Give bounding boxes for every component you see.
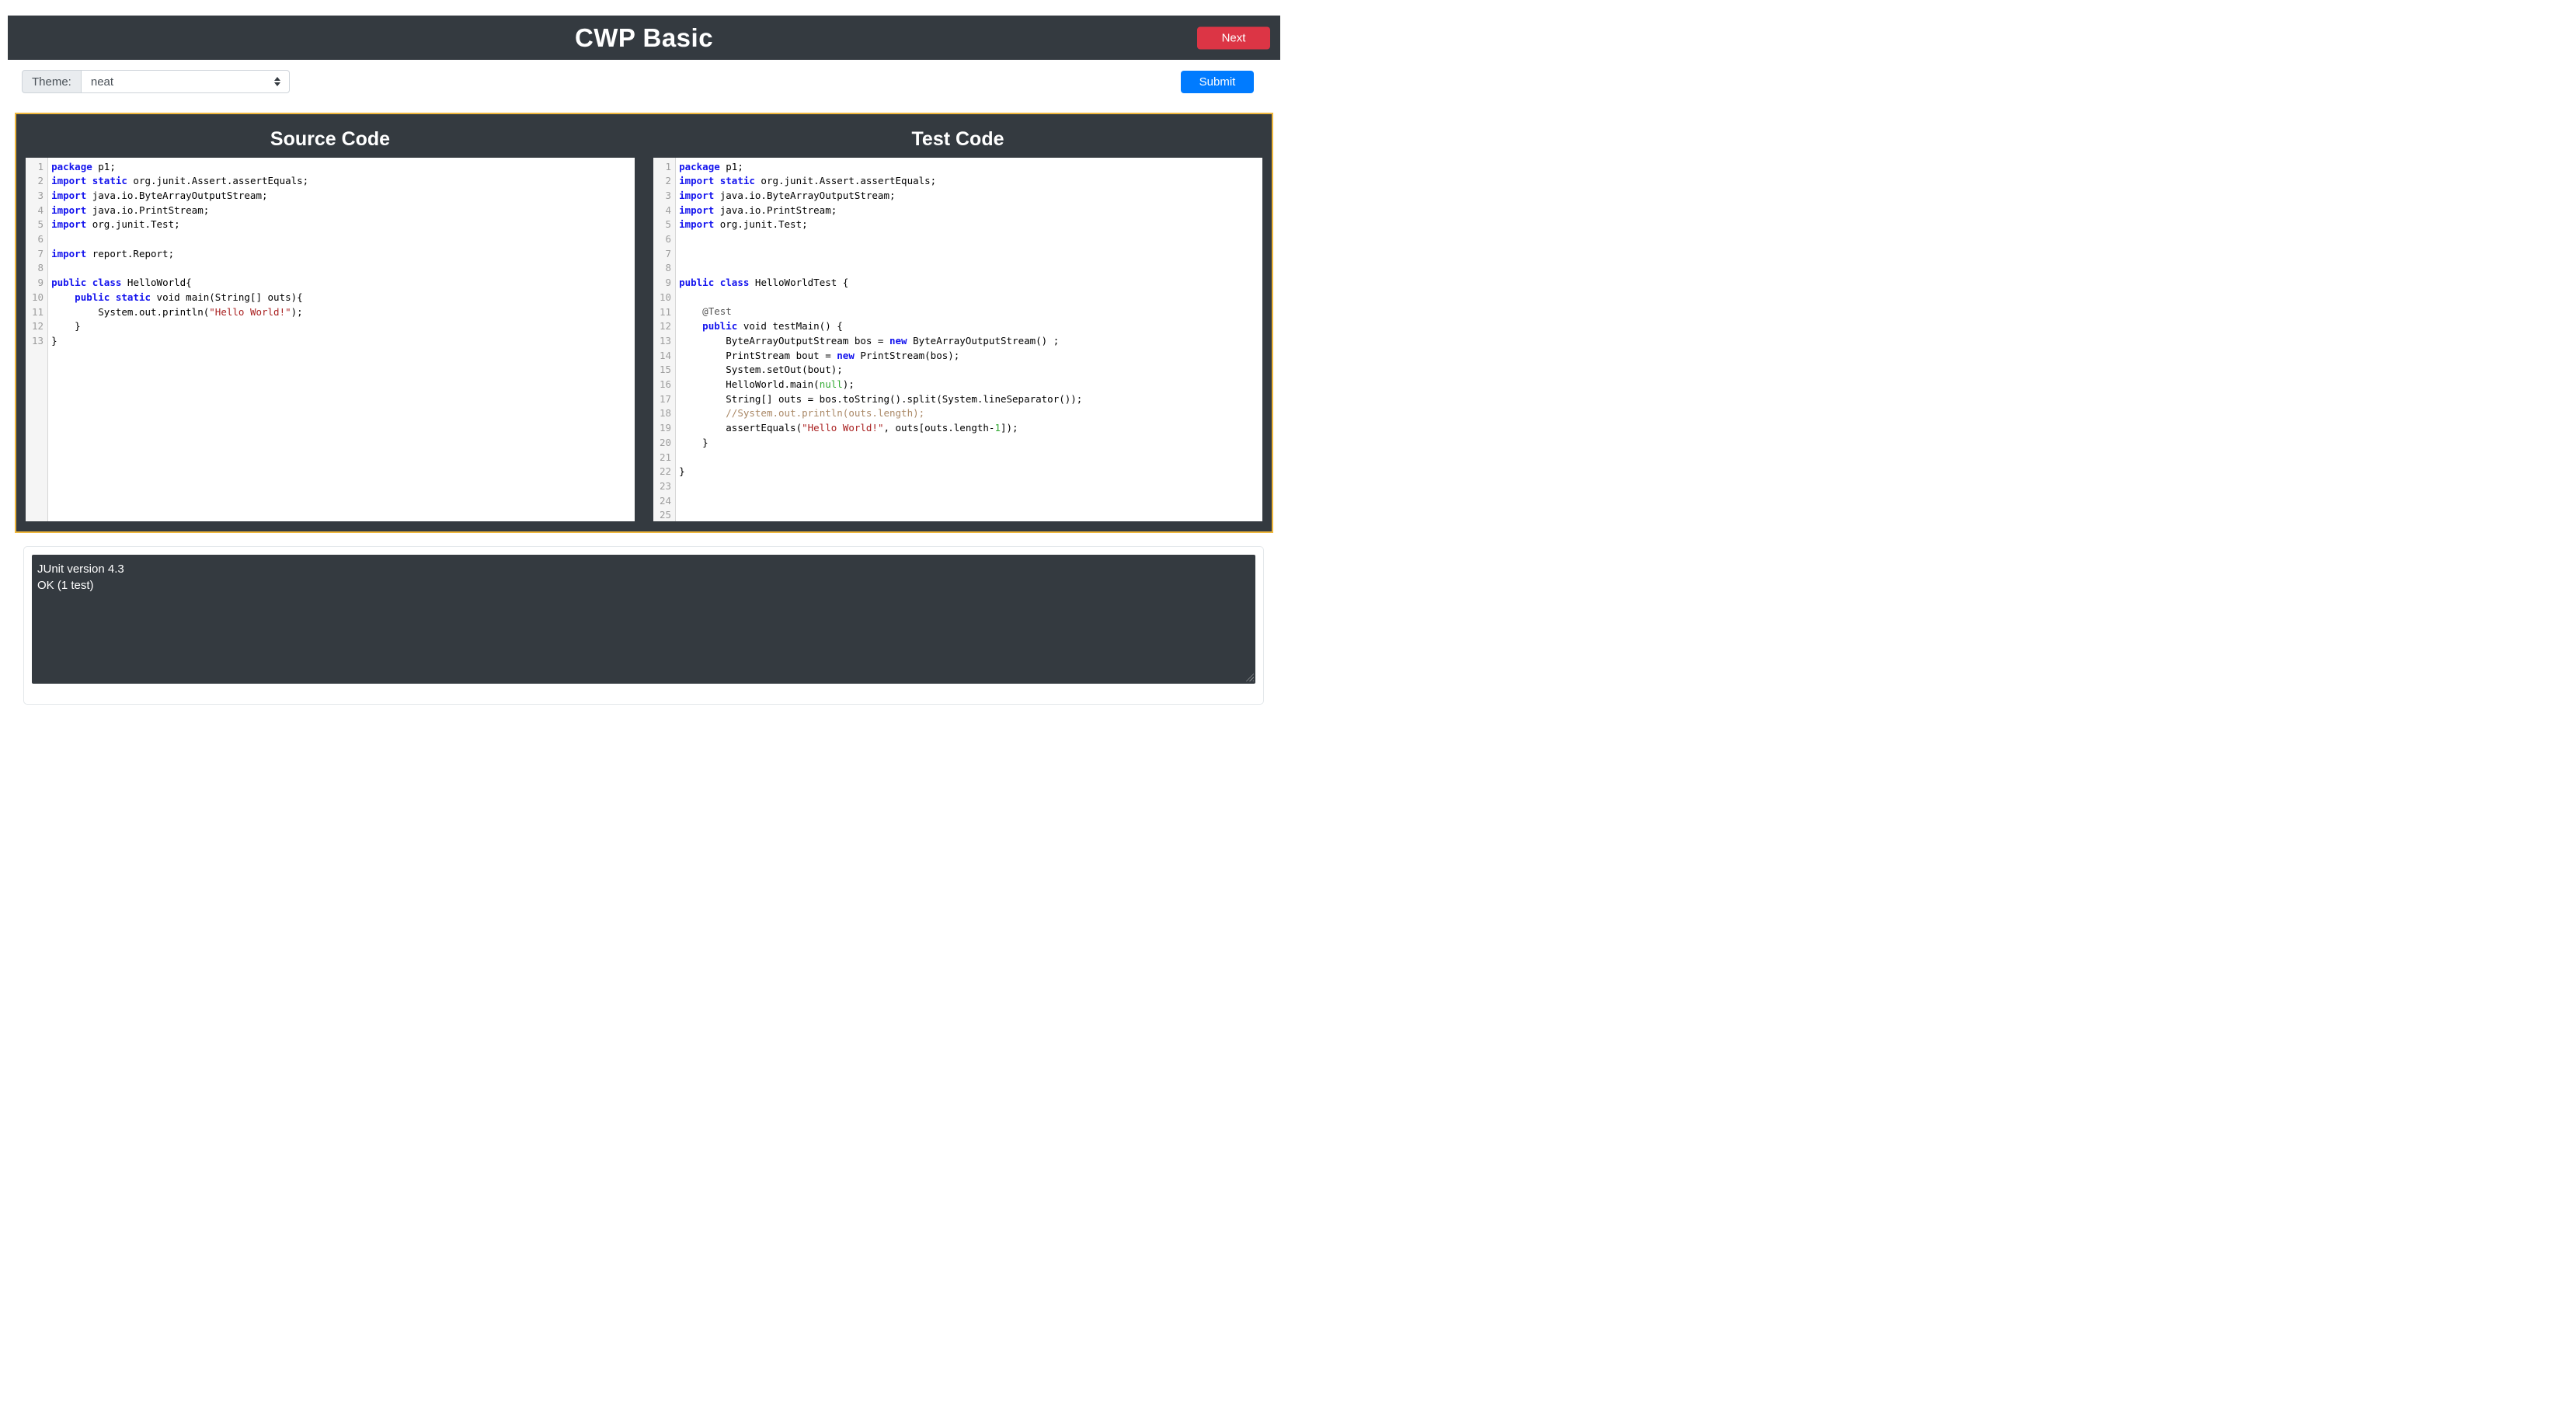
code-line: import java.io.PrintStream; (679, 204, 837, 216)
code-line: import report.Report; (51, 247, 175, 259)
code-line: public static void main(String[] outs){ (75, 291, 303, 303)
code-line: public class HelloWorldTest { (679, 277, 849, 289)
code-line: import static org.junit.Assert.assertEqu… (679, 175, 937, 187)
code-line: System.out.println("Hello World!"); (51, 305, 303, 318)
code-line: import java.io.ByteArrayOutputStream; (51, 189, 268, 201)
theme-control: Theme: neat (22, 70, 290, 93)
console-output[interactable]: JUnit version 4.3 OK (1 test) (32, 555, 1255, 684)
code-line: } (679, 465, 685, 478)
select-arrows-icon (273, 77, 280, 86)
code-line (679, 479, 1262, 494)
page: CWP Basic Next Theme: neat Submit Source… (0, 0, 1288, 711)
source-code-content: package p1; import static org.junit.Asser… (48, 158, 635, 521)
code-line: } (679, 436, 708, 448)
test-code-title: Test Code (911, 128, 1004, 150)
code-line: } (51, 334, 57, 347)
code-line: } (51, 320, 81, 333)
code-line (679, 232, 1262, 247)
console-card: JUnit version 4.3 OK (1 test) (23, 546, 1264, 705)
code-line: public void testMain() { (702, 320, 843, 333)
code-line: assertEquals("Hello World!", outs[outs.l… (679, 422, 1018, 434)
test-code-content: package p1; import static org.junit.Asser… (676, 158, 1262, 521)
code-line: String[] outs = bos.toString().split(Sys… (679, 392, 1083, 405)
code-line: @Test (702, 305, 732, 318)
console-wrap: JUnit version 4.3 OK (1 test) (32, 555, 1255, 684)
code-line: PrintStream bout = new PrintStream(bos); (679, 349, 960, 361)
code-line: public class HelloWorld{ (51, 277, 192, 289)
code-line: package p1; (679, 160, 743, 172)
code-line: ByteArrayOutputStream bos = new ByteArra… (679, 334, 1060, 347)
theme-select[interactable]: neat (81, 70, 290, 93)
submit-button[interactable]: Submit (1181, 70, 1254, 93)
next-button[interactable]: Next (1197, 26, 1270, 49)
code-line: //System.out.println(outs.length); (726, 407, 925, 420)
code-line (679, 291, 1262, 305)
app-header: CWP Basic Next (8, 16, 1280, 60)
code-line: import org.junit.Test; (679, 218, 808, 231)
code-line: import org.junit.Test; (51, 218, 180, 231)
code-line: import java.io.PrintStream; (51, 204, 210, 216)
theme-label: Theme: (22, 70, 82, 93)
code-line: HelloWorld.main(null); (679, 378, 855, 390)
code-line (51, 261, 635, 276)
code-line (679, 261, 1262, 276)
code-line (51, 232, 635, 247)
theme-selected-value: neat (90, 75, 114, 89)
toolbar: Theme: neat Submit (22, 70, 1254, 93)
code-line (679, 494, 1262, 509)
code-line: import static org.junit.Assert.assertEqu… (51, 175, 309, 187)
code-line: package p1; (51, 160, 116, 172)
code-line (679, 247, 1262, 262)
code-line: import java.io.ByteArrayOutputStream; (679, 189, 896, 201)
source-code-title: Source Code (270, 128, 391, 150)
code-line (679, 508, 1262, 521)
page-title: CWP Basic (574, 23, 714, 52)
code-line (679, 451, 1262, 465)
code-line: System.setOut(bout); (679, 364, 843, 376)
